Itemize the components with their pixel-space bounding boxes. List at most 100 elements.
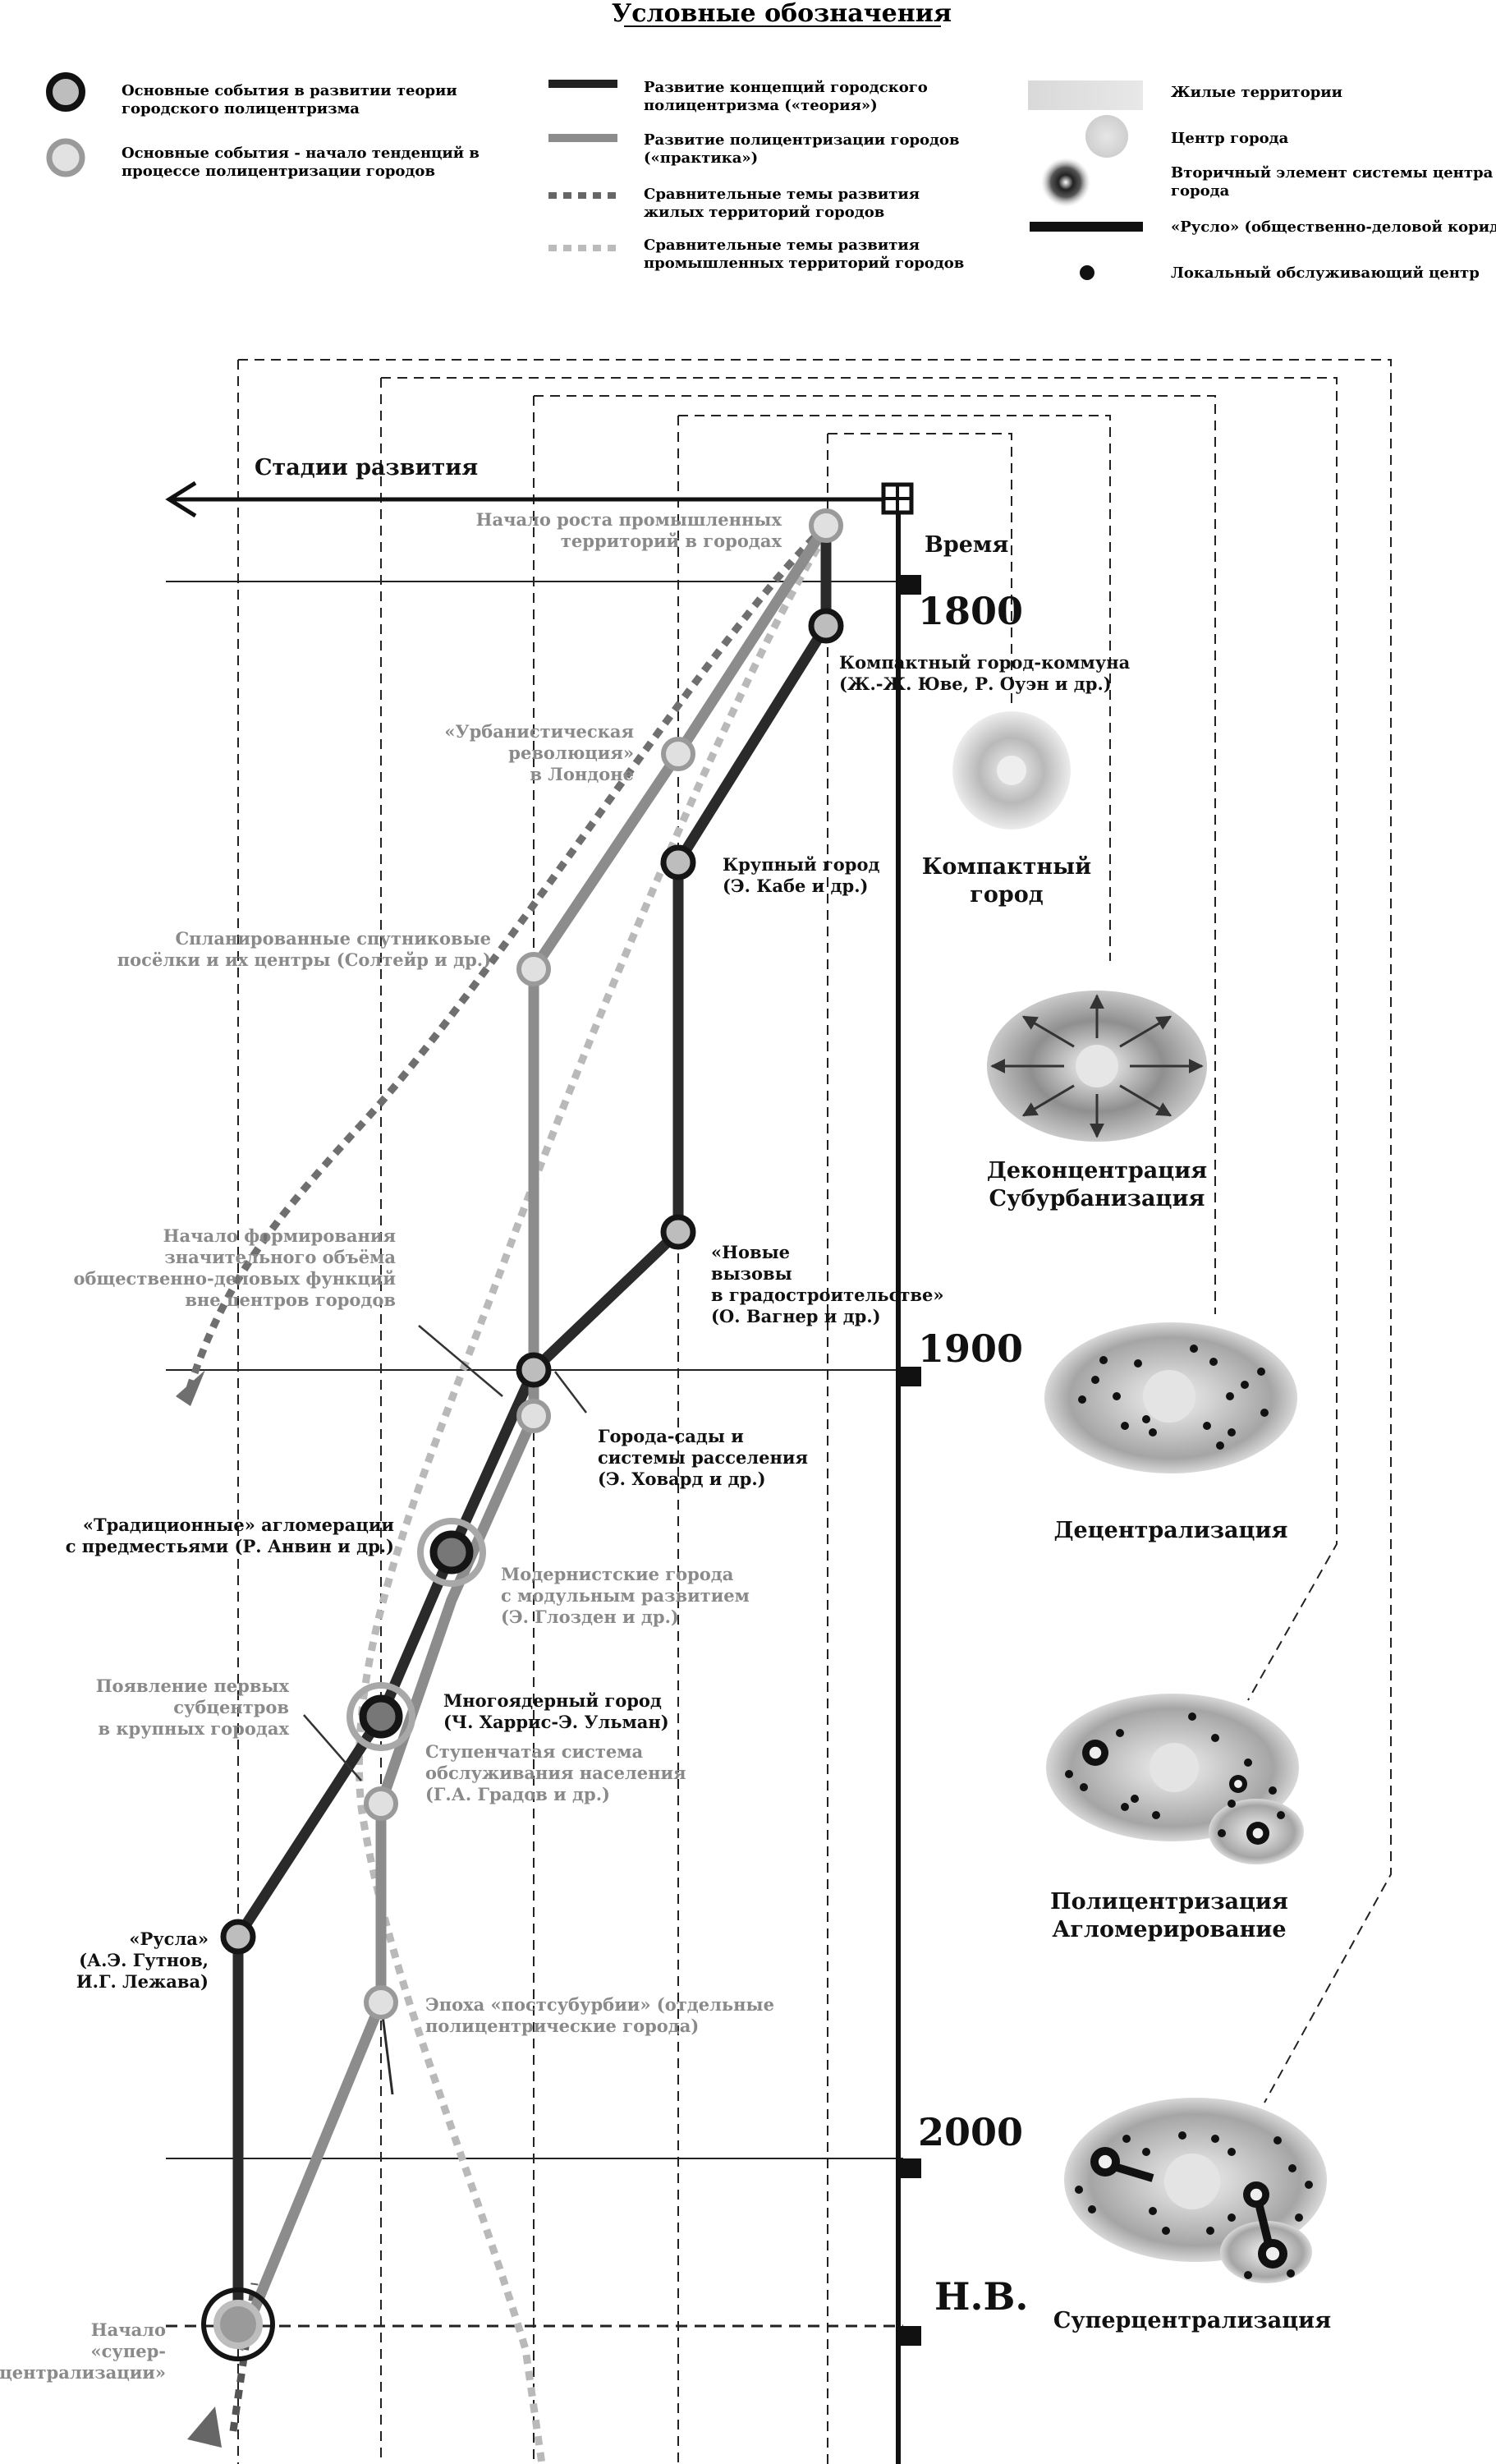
local-center-dot: [1211, 1734, 1219, 1742]
event-14-line-1: полицентрические города): [425, 2016, 699, 2036]
local-center-dot: [1091, 1376, 1099, 1384]
deconc-arrow-7: [1021, 1015, 1075, 1048]
practice-event-marker: [46, 138, 85, 177]
theory-marker: [220, 1919, 256, 1955]
local-center-dot: [1190, 1345, 1198, 1353]
event-3-line-1: (Э. Кабе и др.): [723, 876, 868, 896]
event-markers: [201, 508, 844, 2361]
event-11-line-0: Многоядерный город: [443, 1690, 662, 1711]
local-center-dot: [1122, 2135, 1131, 2143]
local-center-dot: [1099, 1356, 1108, 1364]
event-0-line-1: территорий в городах: [561, 531, 782, 551]
local-center-dot: [1228, 1800, 1236, 1808]
event-5-line-0: Начало формирования: [163, 1225, 396, 1246]
event-7-line-0: Города-сады и: [598, 1426, 744, 1446]
event-7-line-1: системы расселения: [598, 1447, 808, 1468]
event-2-line-2: в Лондоне: [530, 764, 634, 784]
stage-polyc-line-0: Полицентризация: [1050, 1889, 1288, 1915]
legend-title: Условные обозначения: [612, 0, 952, 28]
frame-deconc: [678, 415, 1111, 961]
local-center-dot: [1131, 1795, 1139, 1803]
local-center-dot: [1078, 1395, 1086, 1404]
local-center-dot: [1211, 2135, 1219, 2143]
legend-secondary-center-line-1: города: [1171, 182, 1230, 200]
event-6-line-0: «Новые: [711, 1242, 790, 1262]
event-5-line-2: общественно-деловых функций: [73, 1268, 396, 1289]
legend-city-center-line-0: Центр города: [1171, 130, 1289, 147]
local-center-dot: [1149, 1428, 1157, 1437]
local-center-dot: [1206, 2227, 1214, 2235]
local-center-dot: [1277, 1811, 1285, 1819]
stage-deconc-line-0: Деконцентрация: [987, 1158, 1207, 1184]
legend-theory-event-line-0: Основные события в развитии теории: [122, 82, 457, 99]
stage-illustrations: КомпактныйгородДеконцентрацияСубурбаниза…: [922, 711, 1331, 2333]
event-4-line-0: Спланированные спутниковые: [175, 928, 491, 949]
frame-compact: [828, 433, 1012, 706]
leader-subcenters: [303, 1714, 362, 1781]
leader-1900a: [418, 1325, 503, 1397]
event-2-line-0: «Урбанистическая: [444, 721, 634, 742]
local-center-dot: [1152, 1811, 1160, 1819]
local-center-dot: [1228, 1428, 1236, 1437]
event-9-line-0: Модернистские города: [501, 1564, 734, 1584]
local-center-dot: [1142, 2148, 1150, 2156]
event-10-line-0: Появление первых: [96, 1676, 290, 1696]
practice-marker: [516, 1399, 551, 1433]
event-5-line-3: вне центров городов: [185, 1289, 396, 1310]
frame-superc: [238, 359, 1392, 2103]
secondary-center-core: [1250, 2188, 1263, 2201]
secondary-center-core: [1234, 1780, 1242, 1788]
legend-residential-line-0: Сравнительные темы развития: [644, 186, 920, 203]
local-center-dot: [1216, 1441, 1224, 1450]
time-axis-label: Время: [925, 532, 1008, 558]
event-4-line-1: посёлки и их центры (Солтейр и др.): [117, 949, 491, 970]
practice-marker: [516, 952, 551, 986]
legend-theory-event-line-1: городского полицентризма: [122, 100, 360, 117]
event-12-line-1: обслуживания населения: [425, 1763, 686, 1783]
event-10-line-2: в крупных городах: [98, 1718, 289, 1739]
event-8-line-0: «Традиционные» агломерации: [83, 1515, 394, 1535]
event-13-line-0: «Русла»: [129, 1928, 209, 1949]
event-3-line-0: Крупный город: [723, 854, 879, 875]
legend-practice-line-line-1: («практика»): [644, 149, 758, 167]
secondary-center-core: [1098, 2154, 1113, 2169]
local-center-dot: [1269, 1786, 1277, 1795]
event-2-line-1: революция»: [508, 742, 634, 763]
local-center-dot: [1228, 2213, 1236, 2222]
local-center-dot: [1241, 1381, 1249, 1389]
practice-marker: [661, 737, 695, 771]
stage-deconc-line-1: Субурбанизация: [989, 1186, 1205, 1211]
year-tick-2: [900, 2158, 921, 2178]
secondary-center-core: [1252, 1827, 1264, 1839]
event-6-line-3: (О. Вагнер и др.): [711, 1306, 881, 1326]
local-center-dot: [1142, 1415, 1150, 1423]
stage-superc-line-0: Суперцентрализация: [1053, 2308, 1331, 2333]
local-center-dot: [1203, 1422, 1211, 1430]
event-12-line-2: (Г.А. Градов и др.): [425, 1784, 610, 1804]
now-marker-inner: [213, 2300, 263, 2349]
legend-secondary-center-line-0: Вторичный элемент системы центра: [1171, 164, 1494, 182]
event-10-line-1: субцентров: [173, 1697, 289, 1717]
event-15-line-2: централизации»: [0, 2362, 166, 2383]
event-7-line-2: (Э. Ховард и др.): [598, 1469, 766, 1489]
polyc-center: [1150, 1743, 1199, 1792]
deconc-arrow-5: [1021, 1084, 1075, 1117]
practice-line: [232, 522, 831, 2351]
secondary-center-core: [1265, 2246, 1280, 2261]
stage-compact-line-1: город: [970, 882, 1043, 908]
event-5-line-1: значительного объёма: [164, 1247, 396, 1267]
event-1-line-0: Компактный город-коммуна: [839, 652, 1131, 673]
local-center-dot: [1288, 2164, 1296, 2172]
local-center-dot: [1116, 1729, 1124, 1737]
stage-compact-line-0: Компактный: [922, 854, 1091, 880]
comparison-curves: [176, 522, 829, 2464]
year-tick-1: [900, 1367, 921, 1386]
local-center-sample: [1080, 265, 1094, 280]
local-center-dot: [1080, 1783, 1088, 1791]
legend-industrial-line-0: Сравнительные темы развития: [644, 237, 920, 254]
legend-practice-line-line-0: Развитие полицентризации городов: [644, 131, 960, 149]
year-label-2: 2000: [918, 2110, 1023, 2154]
deconc-arrow-1: [1119, 1015, 1172, 1048]
year-tick-0: [900, 575, 921, 595]
